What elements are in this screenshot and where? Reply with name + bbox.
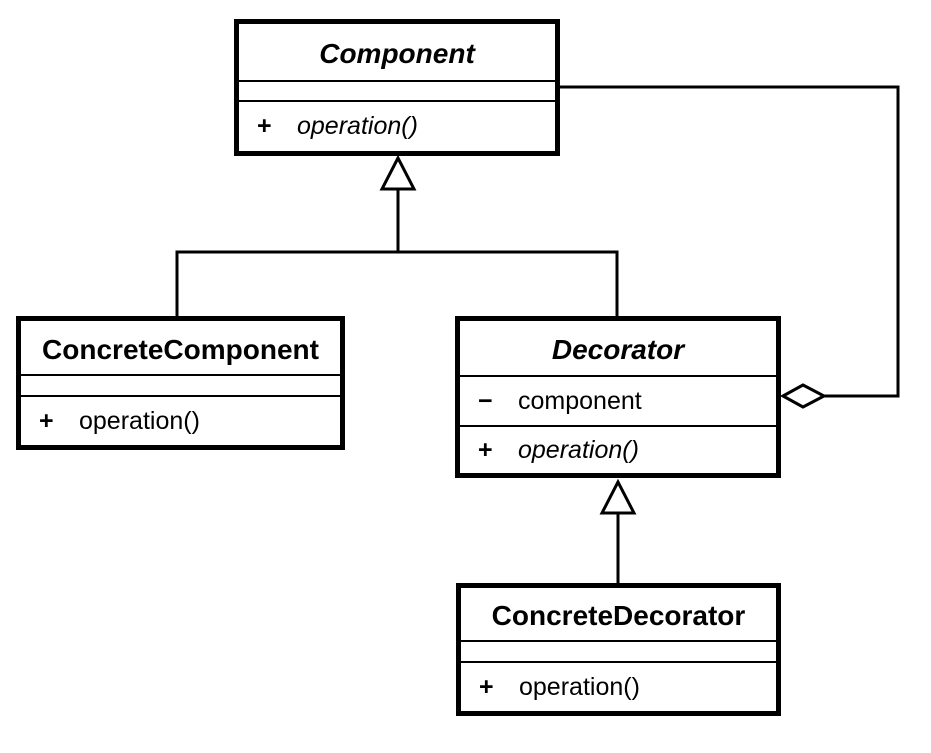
generalization-to-component — [175, 154, 619, 321]
class-box-concrete-component: ConcreteComponent + operation() — [16, 316, 345, 450]
operation-row: + operation() — [239, 114, 555, 139]
operation-signature: operation() — [79, 406, 200, 435]
attributes-compartment — [239, 82, 555, 102]
visibility-sign: + — [39, 406, 54, 435]
operations-compartment: + operation() — [461, 663, 776, 711]
visibility-sign: − — [478, 386, 493, 415]
operations-compartment: + operation() — [460, 427, 776, 473]
visibility-sign: + — [479, 672, 494, 701]
operation-signature: operation() — [519, 672, 640, 701]
attributes-compartment — [21, 376, 340, 397]
class-name: ConcreteComponent — [21, 321, 340, 376]
class-name: Decorator — [460, 321, 776, 377]
generalization-to-decorator — [599, 478, 637, 585]
attribute-row: − component — [460, 386, 776, 415]
attributes-compartment — [461, 642, 776, 663]
operations-compartment: + operation() — [239, 102, 555, 151]
class-box-decorator: Decorator − component + operation() — [455, 316, 781, 478]
visibility-sign: + — [257, 112, 272, 140]
class-box-component: Component + operation() — [234, 19, 560, 156]
hollow-triangle-arrowhead-icon — [599, 478, 637, 515]
hollow-diamond-icon — [779, 383, 828, 409]
operation-signature: operation() — [297, 112, 418, 140]
aggregation-decorator-component — [558, 85, 900, 409]
operation-row: + operation() — [21, 406, 340, 435]
class-name: Component — [239, 24, 555, 82]
operations-compartment: + operation() — [21, 397, 340, 445]
class-name: ConcreteDecorator — [461, 588, 776, 642]
attributes-compartment: − component — [460, 377, 776, 427]
operation-row: + operation() — [460, 435, 776, 464]
class-box-concrete-decorator: ConcreteDecorator + operation() — [456, 583, 781, 716]
attribute-name: component — [518, 386, 642, 415]
operation-row: + operation() — [461, 672, 776, 701]
operation-signature: operation() — [518, 435, 639, 464]
hollow-triangle-arrowhead-icon — [379, 154, 417, 191]
visibility-sign: + — [478, 435, 493, 464]
